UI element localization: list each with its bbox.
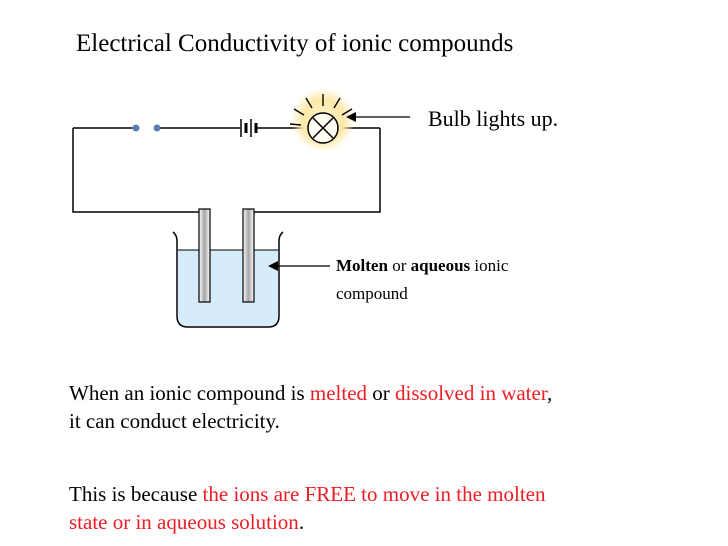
bulb-arrow-icon (346, 112, 410, 122)
liquid-arrow-icon (268, 261, 330, 271)
page-title: Electrical Conductivity of ionic compoun… (76, 30, 514, 57)
battery-icon (240, 119, 258, 137)
highlight-free-ions: the ions are FREE to move in the molten (202, 482, 546, 506)
liquid-label-molten: Molten (336, 256, 388, 275)
explanation-paragraph-1: When an ionic compound is melted or diss… (69, 381, 553, 433)
lamp-icon (289, 88, 355, 152)
bulb-label: Bulb lights up. (428, 106, 559, 131)
beaker-icon (172, 231, 284, 328)
highlight-melted: melted (309, 381, 368, 405)
highlight-state: state or in aqueous solution (69, 510, 299, 534)
highlight-dissolved: dissolved in water (395, 381, 547, 405)
liquid-label: Molten or aqueous ionic compound (336, 256, 509, 303)
electrode-icon (198, 208, 255, 303)
switch-contact-icon (132, 124, 161, 132)
liquid-label-aqueous: aqueous (410, 256, 471, 275)
explanation-paragraph-2: This is because the ions are FREE to mov… (69, 482, 546, 534)
